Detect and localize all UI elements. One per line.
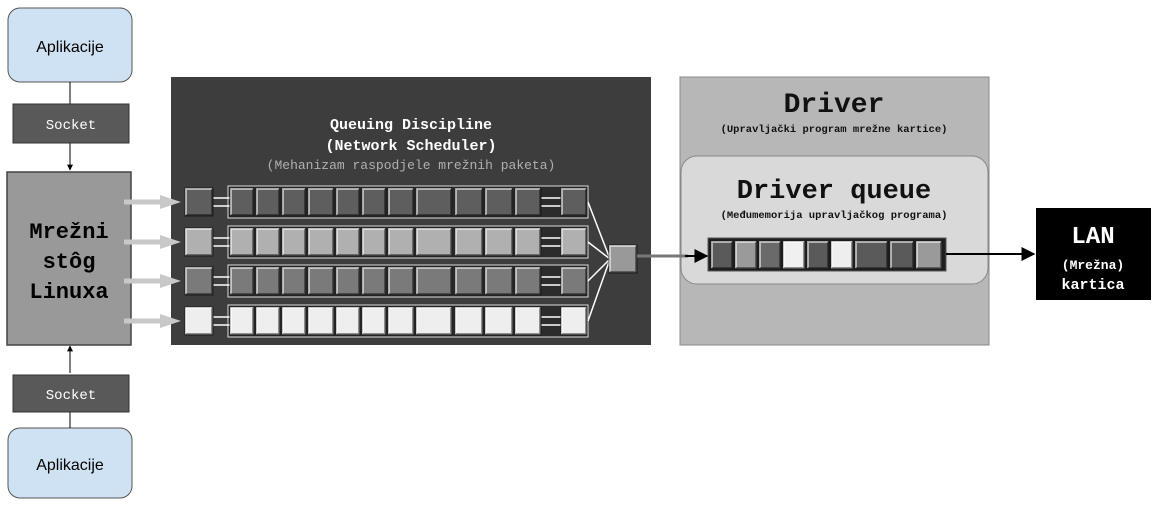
socket-bottom: Socket <box>12 374 130 413</box>
qdisc-merge-line <box>587 258 611 322</box>
qdisc-packet <box>307 227 335 257</box>
qdisc-packet <box>229 266 255 296</box>
qdisc-merge-line <box>587 258 611 282</box>
qdisc-packet <box>281 187 307 217</box>
qdisc-input-arrow-head <box>160 195 181 209</box>
application-top: Aplikacije <box>7 7 133 83</box>
qdisc-subtitle: (Mehanizam raspodjele mrežnih paketa) <box>267 158 556 173</box>
driver-queue-packets <box>707 237 947 272</box>
qdisc-packet <box>184 187 214 217</box>
qdisc-packet <box>484 187 514 217</box>
linux-network-stack: Mrežni stôg Linuxa <box>6 171 132 346</box>
qdisc-packet <box>281 306 307 336</box>
stack-label-line2: stôg <box>43 250 96 275</box>
driver-queue-packet <box>889 240 915 270</box>
driver-queue-packet <box>915 240 943 270</box>
qdisc-packet <box>387 187 415 217</box>
qdisc-title-line2: (Network Scheduler) <box>325 138 496 155</box>
driver-queue-packet <box>710 240 734 270</box>
qdisc-input-arrow-head <box>160 235 181 249</box>
qdisc-packet <box>229 306 255 336</box>
qdisc-packet <box>484 306 514 336</box>
qdisc-input-arrow-head <box>160 274 181 288</box>
qdisc-packet <box>387 227 415 257</box>
lan-line2: (Mrežna) <box>1062 258 1124 273</box>
driver-queue-packet <box>806 240 830 270</box>
driver-queue-packet <box>854 240 889 270</box>
queuing-discipline-panel: Queuing Discipline (Network Scheduler) (… <box>124 77 651 345</box>
qdisc-packet <box>415 227 453 257</box>
driver-subtitle: (Upravljački program mrežne kartice) <box>721 124 948 136</box>
driver-queue-title: Driver queue <box>737 177 931 207</box>
qdisc-packet <box>514 227 542 257</box>
lan-line3: kartica <box>1061 277 1124 294</box>
qdisc-packet <box>387 306 415 336</box>
lan-title: LAN <box>1071 224 1114 251</box>
qdisc-packet <box>335 306 361 336</box>
qdisc-packet <box>454 187 484 217</box>
driver-title: Driver <box>784 90 885 121</box>
driver-queue-subtitle: (Međumemorija upravljačkog programa) <box>721 210 948 222</box>
qdisc-packet <box>361 306 387 336</box>
driver-queue-packet <box>758 240 782 270</box>
qdisc-queues <box>124 185 638 338</box>
qdisc-packet <box>415 306 453 336</box>
qdisc-packet <box>229 187 255 217</box>
qdisc-packet <box>255 187 281 217</box>
qdisc-packet <box>415 266 453 296</box>
driver-queue-packet <box>830 240 854 270</box>
qdisc-packet <box>184 306 214 336</box>
qdisc-packet <box>335 187 361 217</box>
qdisc-packet <box>255 227 281 257</box>
qdisc-packet <box>255 266 281 296</box>
driver-panel: Driver (Upravljački program mrežne karti… <box>679 76 990 346</box>
qdisc-packet <box>514 187 542 217</box>
qdisc-packet <box>484 227 514 257</box>
qdisc-packet <box>415 187 453 217</box>
qdisc-packet <box>361 187 387 217</box>
qdisc-input-arrow-head <box>160 314 181 328</box>
qdisc-packet <box>387 266 415 296</box>
qdisc-packet <box>255 306 281 336</box>
qdisc-title-line1: Queuing Discipline <box>330 117 492 134</box>
qdisc-packet <box>361 227 387 257</box>
qdisc-merge-line <box>587 201 611 260</box>
qdisc-packet <box>335 227 361 257</box>
qdisc-packet <box>229 227 255 257</box>
qdisc-packet <box>560 227 588 257</box>
qdisc-packet <box>454 306 484 336</box>
application-bottom-label: Aplikacije <box>36 457 104 474</box>
qdisc-packet <box>307 187 335 217</box>
scheduler-merge-packet <box>608 244 638 274</box>
qdisc-packet <box>335 266 361 296</box>
qdisc-packet <box>184 266 214 296</box>
stack-label-line1: Mrežni <box>29 220 108 245</box>
socket-top-label: Socket <box>46 118 96 134</box>
qdisc-packet <box>560 187 588 217</box>
qdisc-packet <box>454 227 484 257</box>
socket-top: Socket <box>12 103 130 144</box>
qdisc-merge-line <box>587 241 611 260</box>
qdisc-packet <box>514 266 542 296</box>
qdisc-packet <box>281 227 307 257</box>
qdisc-packet <box>484 266 514 296</box>
qdisc-packet <box>514 306 542 336</box>
lan-card: LAN (Mrežna) kartica <box>1036 208 1151 300</box>
qdisc-packet <box>184 227 214 257</box>
driver-queue-packet <box>734 240 758 270</box>
qdisc-packet <box>307 266 335 296</box>
qdisc-packet <box>560 266 588 296</box>
qdisc-packet <box>281 266 307 296</box>
qdisc-packet <box>361 266 387 296</box>
qdisc-packet <box>454 266 484 296</box>
stack-label-line3: Linuxa <box>29 280 108 305</box>
driver-queue-packet <box>782 240 806 270</box>
application-top-label: Aplikacije <box>36 39 104 56</box>
qdisc-packet <box>307 306 335 336</box>
qdisc-packet <box>560 306 588 336</box>
socket-bottom-label: Socket <box>46 388 96 404</box>
application-bottom: Aplikacije <box>7 427 133 499</box>
